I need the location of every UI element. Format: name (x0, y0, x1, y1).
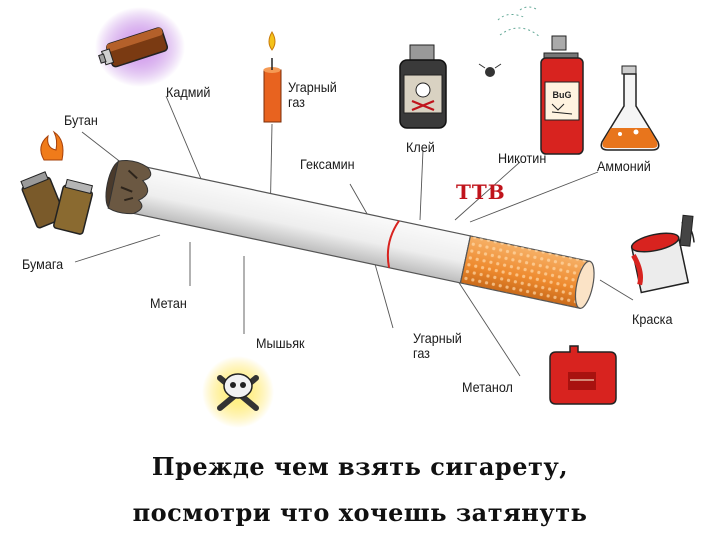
label-geksamin: Гексамин (300, 156, 355, 172)
spray-can-label: BuG (553, 90, 572, 100)
cigarette-paper (107, 160, 472, 284)
candle-icon (263, 31, 282, 123)
battery-icon (95, 7, 185, 87)
lighter-icon (20, 130, 94, 235)
glue-bottle-icon (399, 44, 447, 129)
filter-end (574, 260, 595, 309)
label-ugarny-gaz-top: Угарный газ (288, 79, 337, 110)
label-kraska: Краска (632, 311, 673, 327)
label-metan: Метан (150, 295, 187, 311)
cigarette (105, 159, 595, 309)
skull-crossbones-icon (202, 356, 274, 428)
label-kley: Клей (406, 139, 435, 155)
spray-can-icon: BuG (478, 6, 584, 155)
label-myshyak: Мышьяк (256, 335, 305, 351)
label-butan: Бутан (64, 112, 98, 128)
label-metanol: Метанол (462, 379, 513, 395)
label-nikotin: Никотин (498, 150, 547, 166)
label-kadmiy: Кадмий (166, 84, 211, 100)
filter-ring-line (386, 220, 400, 268)
label-ttb: ТТВ (456, 180, 506, 204)
gas-canister-icon (549, 345, 617, 405)
caption-line-1: Прежде чем взять сигарету, (151, 452, 569, 481)
paint-can-icon (630, 214, 695, 294)
flask-icon (600, 65, 660, 151)
label-ugarny-gaz-bottom: Угарный газ (413, 330, 462, 361)
label-ammoniy: Аммоний (597, 158, 651, 174)
label-bumaga: Бумага (22, 256, 64, 272)
cigarette-ash (107, 159, 152, 215)
caption-line-2: посмотри что хочешь затянуть (132, 498, 588, 527)
leader-lines (74, 95, 634, 377)
